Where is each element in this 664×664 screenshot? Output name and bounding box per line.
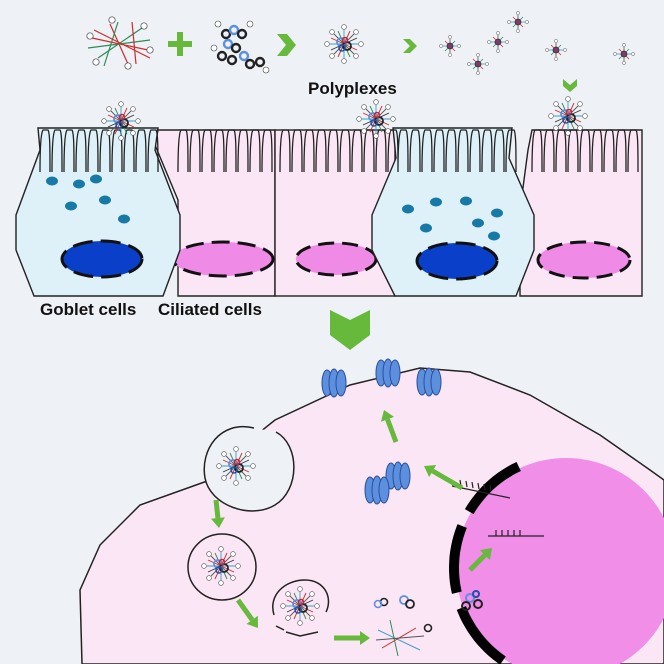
arrow-to-translation-shaft <box>431 468 464 491</box>
goblet-cell <box>15 127 181 297</box>
arrow-to-escape-shaft <box>235 598 255 622</box>
arrow-to-escape-head <box>246 615 258 628</box>
nucleus <box>456 458 664 664</box>
plasmid-in-nucleus <box>461 590 483 611</box>
arrow-to-membrane-shaft <box>385 418 399 443</box>
arrow-to-membrane-head <box>380 410 395 422</box>
ciliated-cell <box>519 129 643 297</box>
polyplex <box>323 23 365 65</box>
polyplex <box>547 95 589 137</box>
cationic-polymer <box>86 16 154 70</box>
ciliated-cells-label: Ciliated cells <box>158 300 262 319</box>
chevron-down-icon <box>563 79 577 92</box>
cytoplasmic-protein <box>385 461 411 491</box>
polyplex-small <box>466 53 490 75</box>
polyplex-small <box>486 30 510 53</box>
negative-charges <box>210 20 270 74</box>
released-nucleic-acid <box>373 595 433 657</box>
polyplex <box>100 100 142 142</box>
endocytic-pocket <box>203 425 295 512</box>
goblet-cells-label: Goblet cells <box>40 300 137 319</box>
arrow-to-translation-head <box>424 464 437 478</box>
ruptured-endosome <box>272 579 330 637</box>
polyplex <box>215 445 257 487</box>
chevron-right-icon <box>277 34 296 56</box>
polyplex <box>279 585 321 627</box>
arrow-to-release-head <box>360 631 370 645</box>
cytoplasmic-protein <box>364 475 390 505</box>
polyplex-small <box>438 35 462 57</box>
goblet-cell <box>371 127 535 297</box>
polyplex <box>200 545 242 587</box>
arrow-to-transcription-head <box>479 548 492 561</box>
polyplex <box>355 98 397 140</box>
arrow-to-endosome-head <box>210 517 225 528</box>
nuclear-envelope <box>448 461 521 664</box>
pathway-arrows <box>210 410 492 645</box>
membrane-protein <box>375 358 401 388</box>
arrow-to-transcription-shaft <box>468 553 487 572</box>
membrane-protein <box>416 367 442 397</box>
polyplexes-label: Polyplexes <box>308 79 397 98</box>
double-chevron-down-icon <box>330 310 370 350</box>
polyplex-small <box>613 43 635 65</box>
nucleic-acid <box>216 24 266 70</box>
chevron-right-icon <box>403 39 417 53</box>
polyplex-small <box>545 39 567 61</box>
polyplex-small <box>506 10 529 33</box>
membrane-protein <box>321 368 347 398</box>
ciliated-cell <box>154 129 276 297</box>
arrow-to-endosome-shaft <box>213 499 221 519</box>
plus-icon <box>168 32 192 56</box>
